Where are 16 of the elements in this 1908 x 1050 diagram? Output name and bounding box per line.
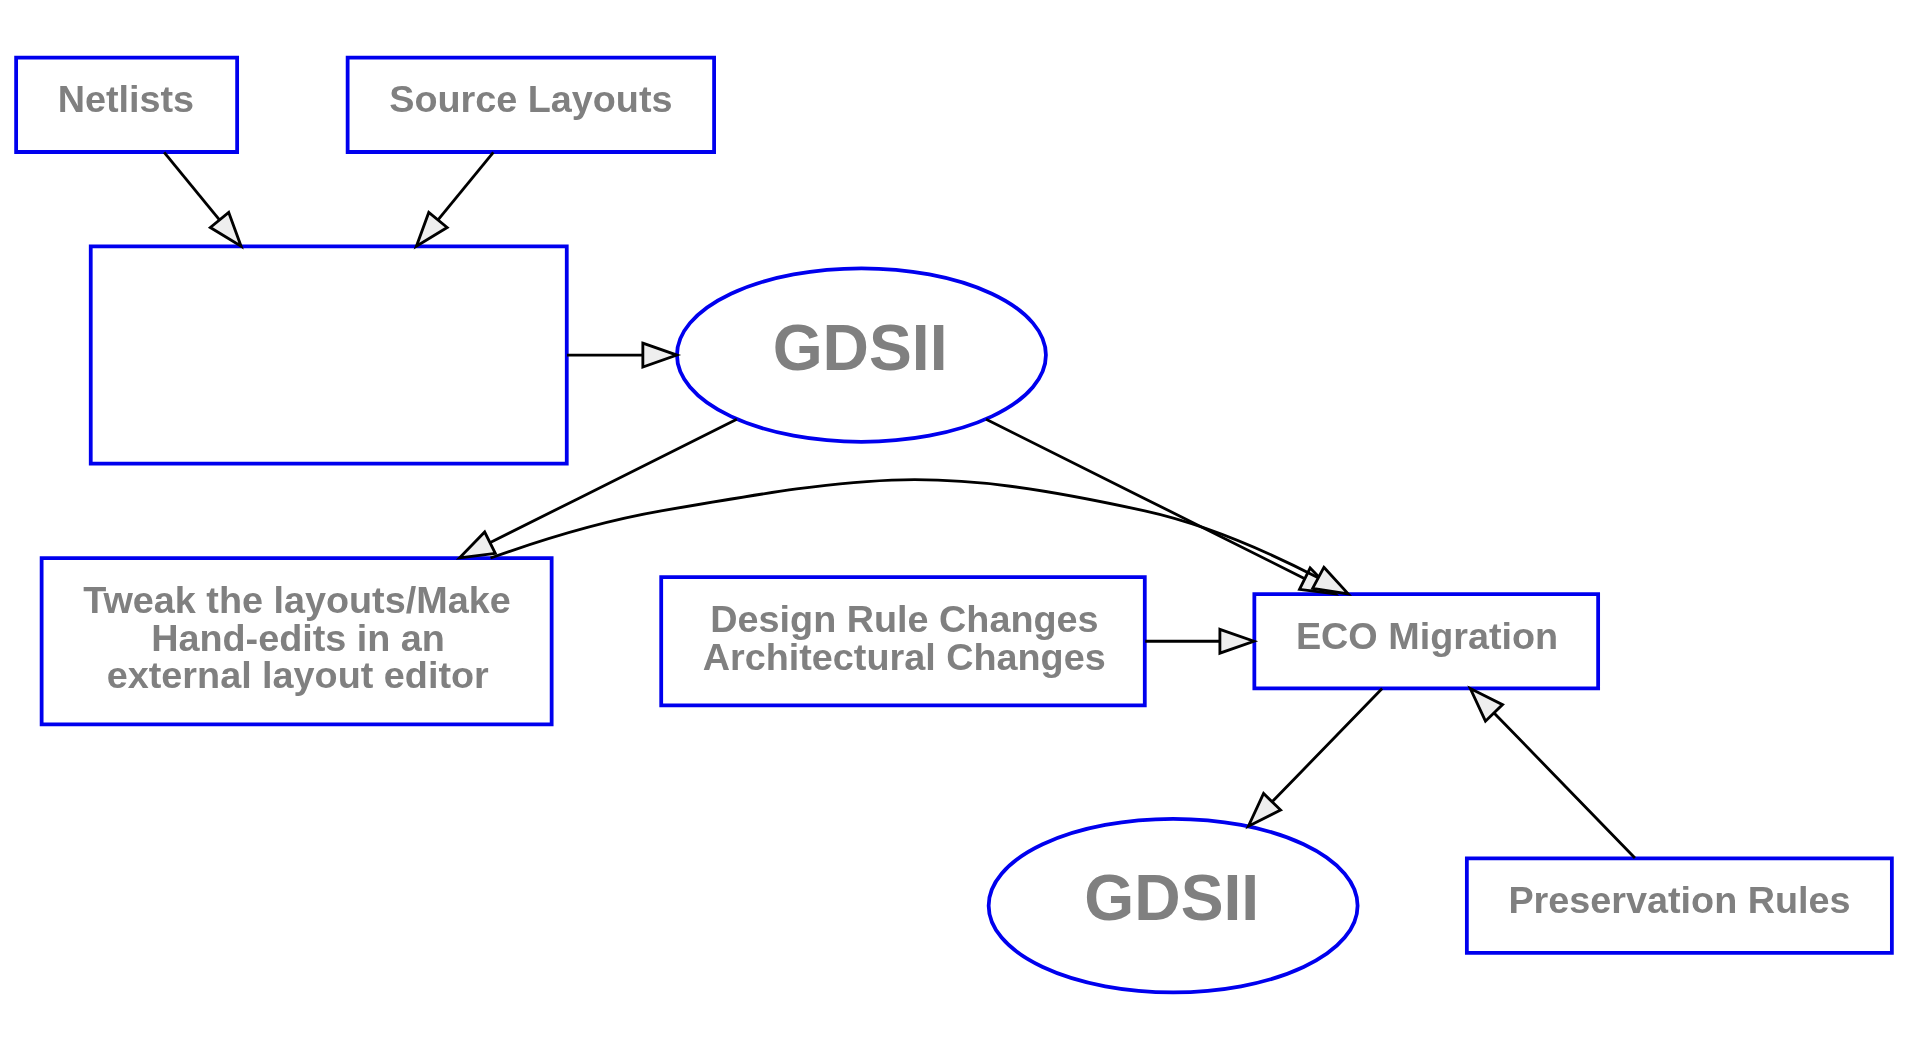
node-box (88, 244, 569, 466)
node-box: Design Rule Changes Architectural Changes (659, 575, 1147, 708)
node-box: Preservation Rules (1464, 856, 1894, 955)
arrow (1245, 687, 1384, 830)
arrow (1145, 627, 1259, 656)
node-box: Source Layouts (345, 55, 716, 154)
arrow (455, 418, 738, 560)
arrow (163, 151, 244, 250)
node-box: Tweak the layouts/Make Hand-edits in an external layout editor (39, 556, 554, 727)
node-box: Netlists (14, 55, 240, 154)
node-box: ECO Migration (1252, 592, 1601, 691)
arrow (567, 341, 682, 369)
node-ellipse: GDSII (675, 266, 1048, 444)
node-ellipse: GDSII (986, 817, 1360, 995)
arrow (1467, 685, 1636, 859)
arrow (413, 151, 495, 250)
